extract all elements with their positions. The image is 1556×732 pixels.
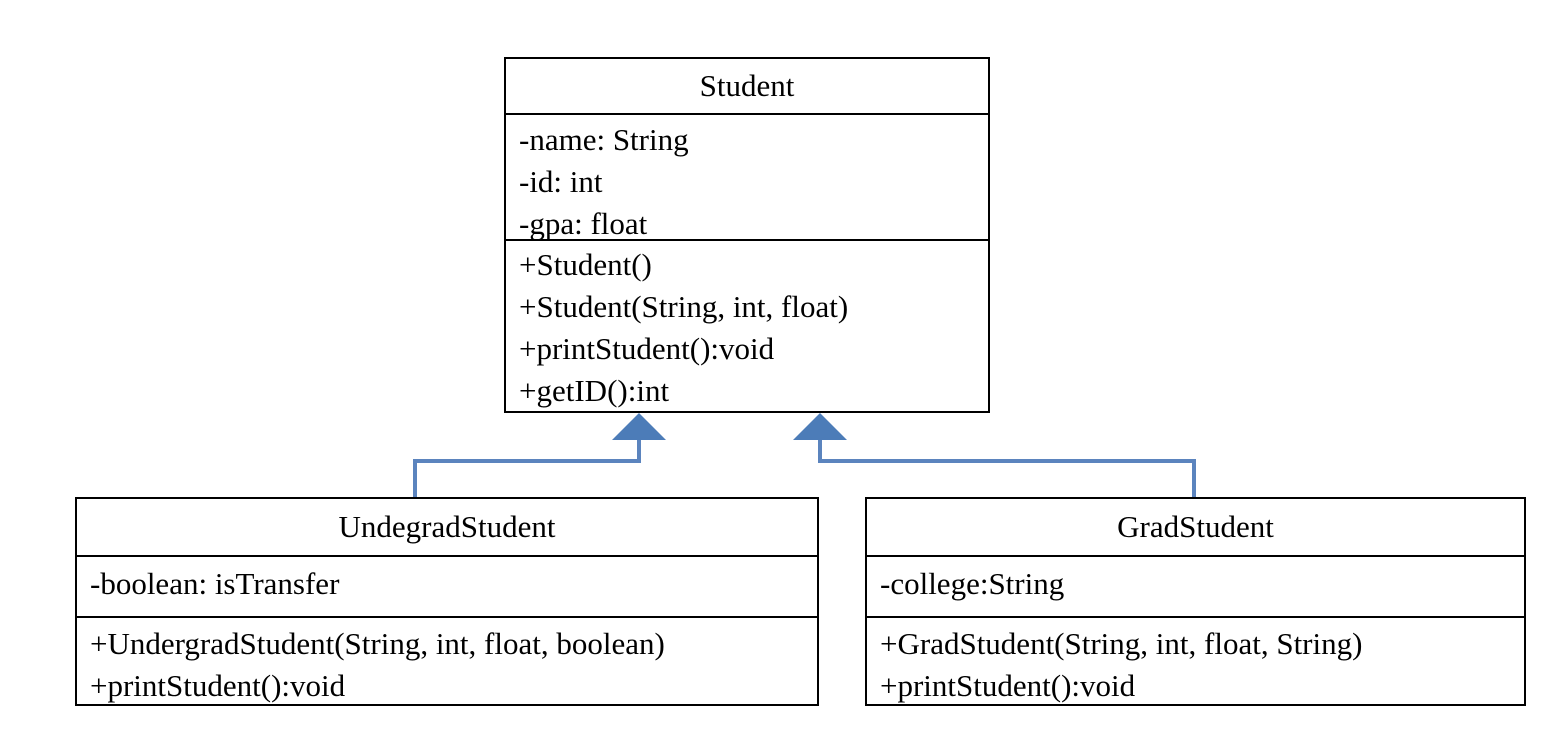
class-name-compartment-gradstudent: GradStudent: [867, 499, 1524, 555]
uml-class-gradstudent[interactable]: GradStudent -college:String +GradStudent…: [865, 497, 1526, 706]
attribute-line: -college:String: [880, 565, 1065, 601]
class-operations-compartment-student: +Student() +Student(String, int, float) …: [506, 238, 988, 412]
operation-line: +UndergradStudent(String, int, float, bo…: [90, 625, 665, 661]
inheritance-arrowhead-undergrad: [612, 413, 666, 440]
attribute-line: -boolean: isTransfer: [90, 565, 340, 601]
attribute-line: -id: int: [519, 163, 603, 199]
class-title-gradstudent: GradStudent: [1117, 509, 1274, 545]
attribute-line: -gpa: float: [519, 205, 648, 239]
class-name-compartment-student: Student: [506, 59, 988, 113]
operation-line: +printStudent():void: [90, 667, 346, 703]
inheritance-arrow-grad-to-student: [793, 413, 1196, 497]
class-title-student: Student: [699, 68, 795, 104]
uml-class-undegradstudent[interactable]: UndegradStudent -boolean: isTransfer +Un…: [75, 497, 819, 706]
inheritance-arrow-undergrad-to-student: [413, 413, 666, 497]
operation-line: +Student(): [519, 246, 652, 282]
class-title-undegradstudent: UndegradStudent: [338, 509, 556, 545]
class-attributes-compartment-undegradstudent: -boolean: isTransfer: [77, 554, 817, 616]
attribute-line: -name: String: [519, 121, 689, 157]
class-operations-compartment-undegradstudent: +UndergradStudent(String, int, float, bo…: [77, 615, 817, 704]
operation-line: +printStudent():void: [519, 330, 775, 366]
operation-line: +printStudent():void: [880, 667, 1136, 703]
class-attributes-compartment-student: -name: String -id: int -gpa: float: [506, 112, 988, 239]
inheritance-line-undergrad: [413, 437, 641, 497]
inheritance-arrowhead-grad: [793, 413, 847, 440]
operation-line: +Student(String, int, float): [519, 288, 849, 324]
inheritance-line-grad: [818, 437, 1196, 497]
operation-line: +GradStudent(String, int, float, String): [880, 625, 1363, 661]
class-name-compartment-undegradstudent: UndegradStudent: [77, 499, 817, 555]
class-operations-compartment-gradstudent: +GradStudent(String, int, float, String)…: [867, 615, 1524, 704]
operation-line: +getID():int: [519, 372, 670, 408]
class-attributes-compartment-gradstudent: -college:String: [867, 554, 1524, 616]
uml-class-student[interactable]: Student -name: String -id: int -gpa: flo…: [504, 57, 990, 413]
